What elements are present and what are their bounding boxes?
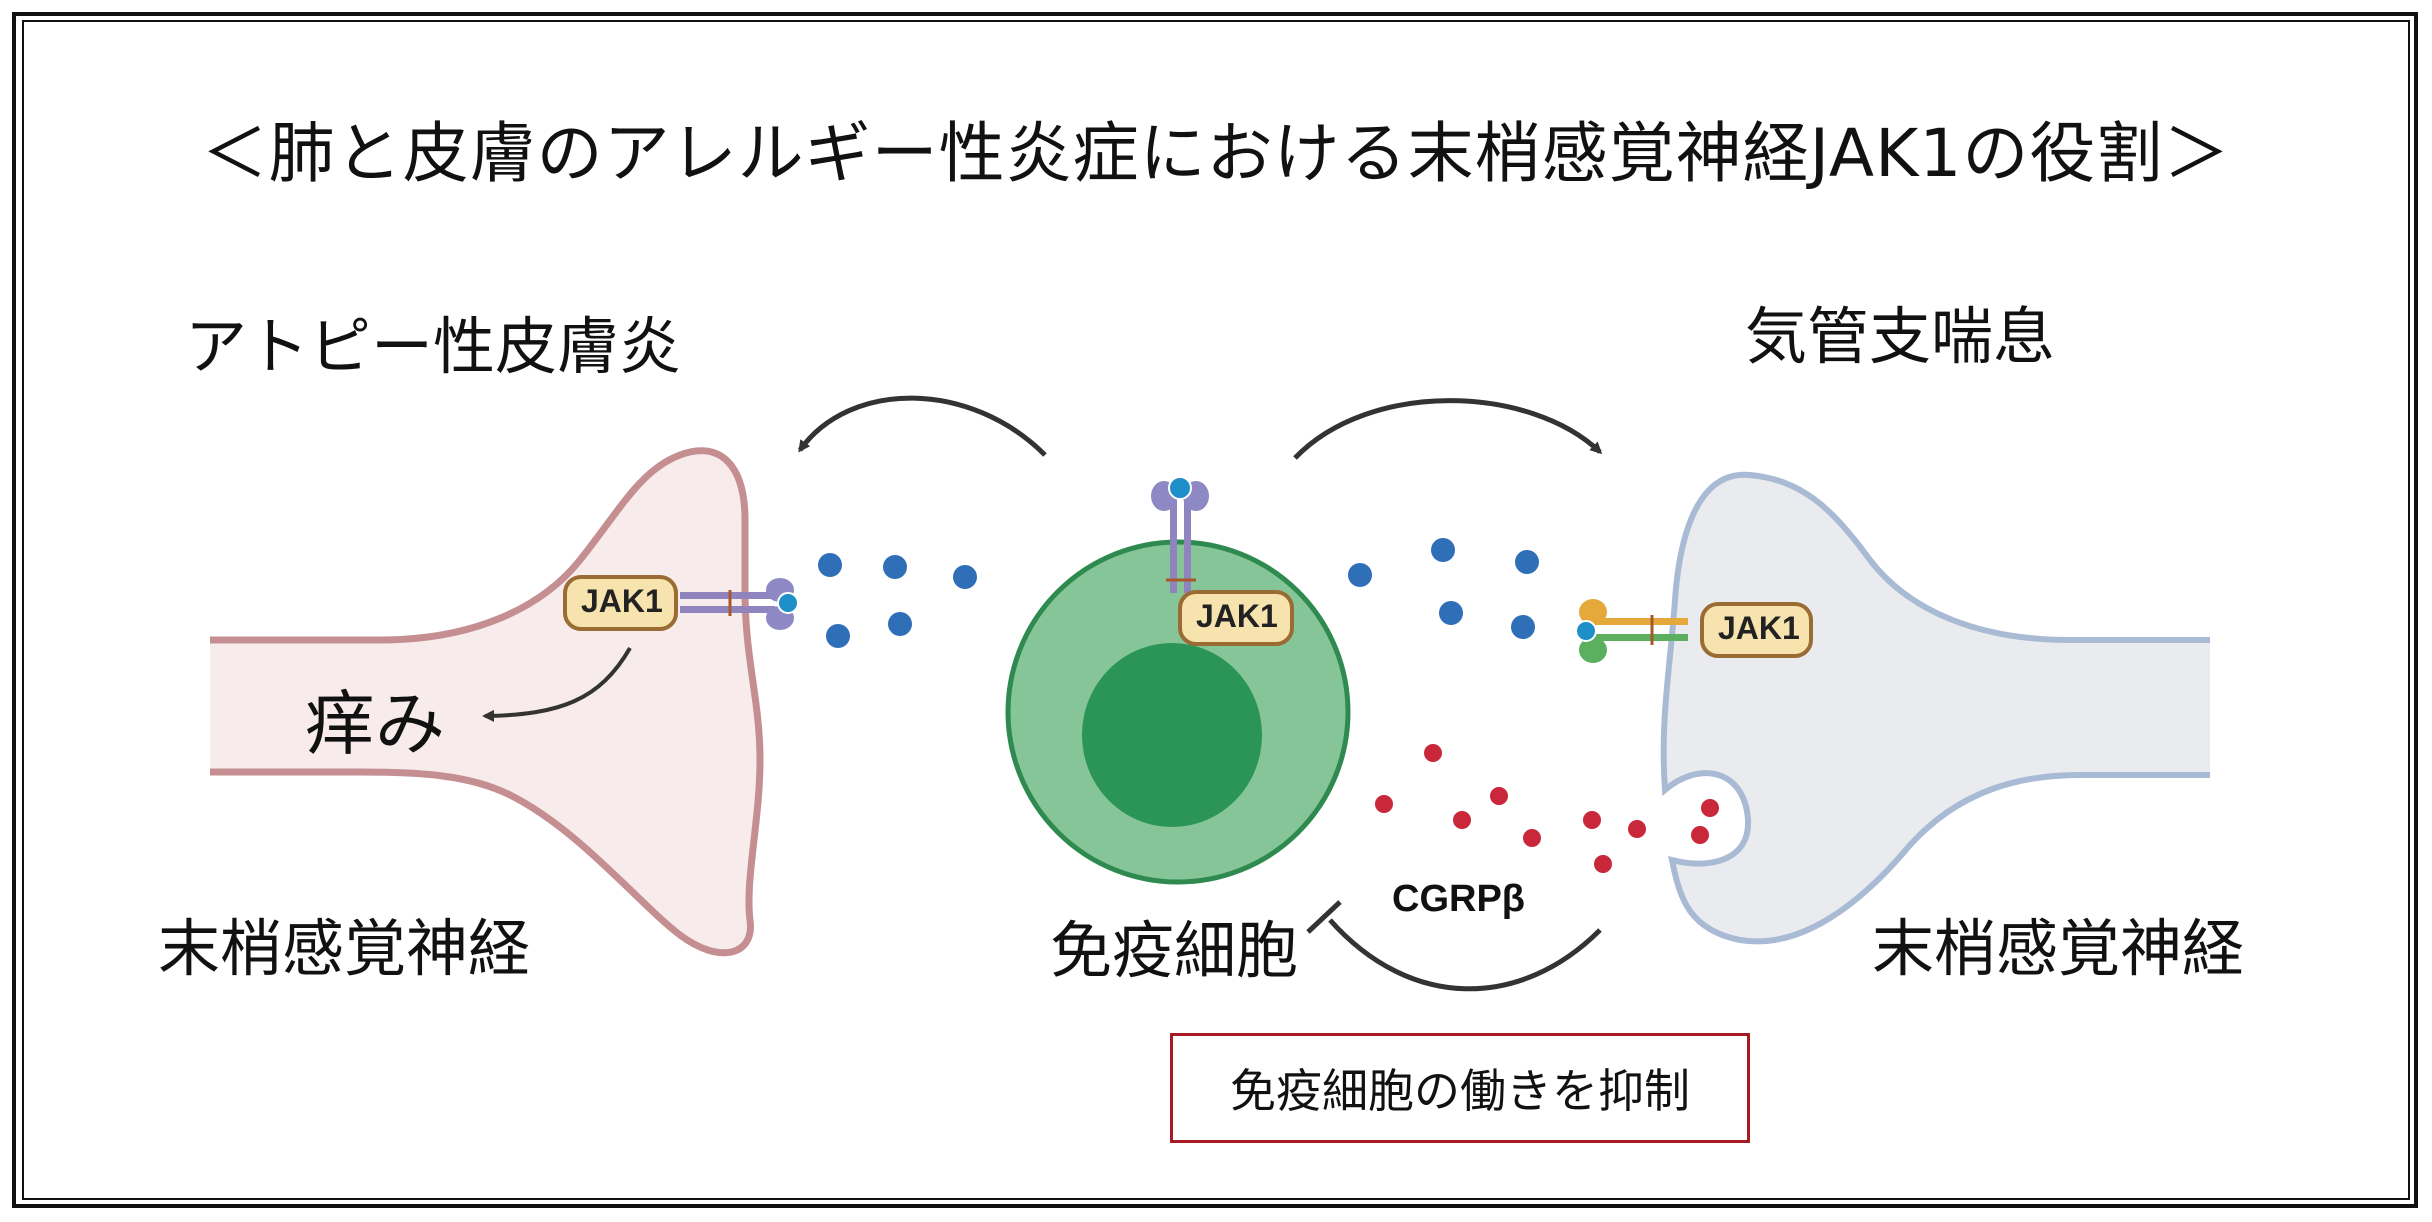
cgrp-dot bbox=[1373, 793, 1395, 815]
right-receptor bbox=[1575, 599, 1688, 663]
cytokine-dots bbox=[818, 538, 1539, 648]
disease-label-left: アトピー性皮膚炎 bbox=[185, 310, 682, 383]
cgrp-dot bbox=[1689, 824, 1711, 846]
cgrp-dot bbox=[1488, 785, 1510, 807]
inhibition-bar bbox=[1306, 900, 1342, 934]
cgrp-dot bbox=[1626, 818, 1648, 840]
cytokine-dot bbox=[1511, 615, 1535, 639]
cytokine-dot bbox=[826, 624, 850, 648]
jak1-badge-left: JAK1 bbox=[563, 575, 678, 631]
left-nerve-shape bbox=[210, 447, 764, 957]
nerve-label-right: 末梢感覚神経 bbox=[1872, 912, 2245, 985]
immune-cell-nucleus bbox=[1082, 643, 1262, 827]
nerve-label-left: 末梢感覚神経 bbox=[158, 912, 531, 985]
page-title: ＜肺と皮膚のアレルギー性炎症における末梢感覚神経JAK1の役割＞ bbox=[201, 115, 2231, 192]
inhibition-label: 免疫細胞の働きを抑制 bbox=[1230, 1064, 1690, 1118]
right-nerve-shape bbox=[1660, 471, 2210, 945]
left-receptor bbox=[680, 578, 799, 630]
arrow-jak-to-itch bbox=[482, 646, 632, 722]
arrow-to-left-disease bbox=[797, 395, 1047, 457]
inhibition-arc bbox=[1328, 918, 1602, 992]
cytokine-dot bbox=[1348, 563, 1372, 587]
inner-frame bbox=[22, 20, 2410, 1200]
jak1-badge-center: JAK1 bbox=[1178, 590, 1294, 646]
cgrp-dots bbox=[1373, 742, 1721, 875]
cytokine-dot bbox=[1431, 538, 1455, 562]
cytokine-dot bbox=[818, 553, 842, 577]
disease-label-right: 気管支喘息 bbox=[1745, 300, 2056, 373]
itch-label: 痒み bbox=[305, 683, 445, 765]
cytokine-dot bbox=[1439, 601, 1463, 625]
cytokine-dot bbox=[883, 555, 907, 579]
cgrp-dot bbox=[1422, 742, 1444, 764]
cgrp-dot bbox=[1581, 809, 1603, 831]
cgrp-dot bbox=[1699, 797, 1721, 819]
cgrp-dot bbox=[1592, 853, 1614, 875]
arrow-to-right-disease bbox=[1293, 398, 1603, 460]
inhibition-box: 免疫細胞の働きを抑制 bbox=[1170, 1033, 1750, 1143]
cgrp-dot bbox=[1521, 827, 1543, 849]
cgrp-dot bbox=[1451, 809, 1473, 831]
cytokine-dot bbox=[1515, 550, 1539, 574]
center-receptor bbox=[1151, 476, 1209, 593]
cytokine-dot bbox=[888, 612, 912, 636]
cytokine-dot bbox=[953, 565, 977, 589]
outer-frame bbox=[12, 12, 2418, 1208]
mediator-label: CGRPβ bbox=[1392, 878, 1525, 920]
jak1-badge-right: JAK1 bbox=[1700, 602, 1813, 658]
immune-cell-label: 免疫細胞 bbox=[1050, 914, 1299, 987]
